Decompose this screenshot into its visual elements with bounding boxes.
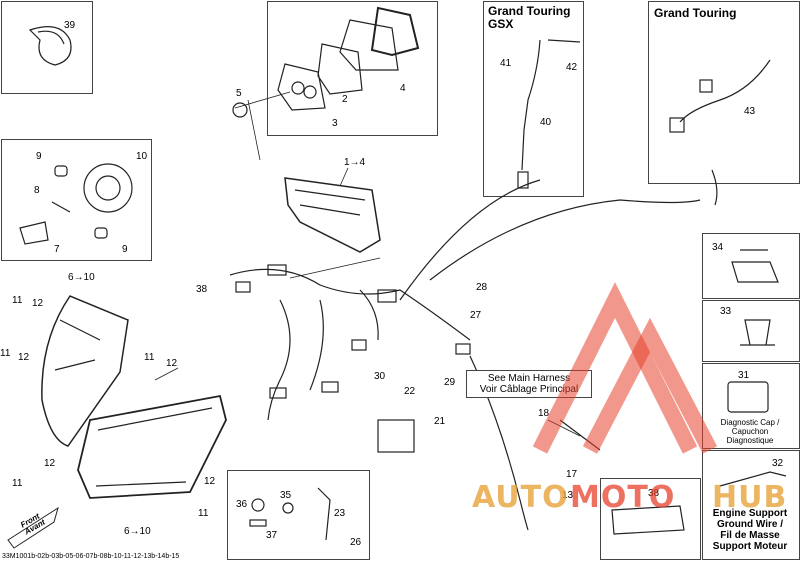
part-label: 6→10 [124,526,151,537]
part-label: 18 [538,408,550,419]
part-label: 10 [136,151,148,162]
part-label: 21 [434,416,446,427]
part-label: 32 [772,458,784,469]
part-label: 7 [54,244,60,255]
part-label: 29 [444,377,456,388]
part-label: 2 [342,94,348,105]
part-label: 22 [404,386,416,397]
part-label: 30 [374,371,386,382]
panel-34 [702,233,800,299]
part-label: 27 [470,310,482,321]
panel-33 [702,300,800,362]
part-label: 42 [566,62,578,73]
part-label: 13 [562,490,574,501]
panel-38 [600,478,701,560]
part-label: 36 [236,499,248,510]
part-label: 37 [266,530,278,541]
panel-31 [702,363,800,449]
part-label: 12 [204,476,216,487]
part-label: 11 [144,352,155,363]
part-label: 12 [166,358,178,369]
part-label: 28 [476,282,488,293]
diagram-reference-code: 33M1001b-02b-03b-05-06-07b-08b-10-11-12-… [2,553,180,560]
part-label: 11 [12,478,23,489]
part-label: 1→4 [344,157,366,168]
part-label: 34 [712,242,724,253]
part-label: 9 [122,244,128,255]
part-label: 3 [332,118,338,129]
panel-32 [702,450,800,560]
part-label: 6→10 [68,272,95,283]
panel-instrument [267,1,438,136]
panel-headlamp-bulb [1,139,152,261]
part-label: 39 [64,20,76,31]
part-label: 12 [32,298,44,309]
part-label: 11 [12,295,23,306]
title-grand-touring-gsx: Grand Touring GSX [488,4,571,31]
panel-gt [648,1,800,184]
part-label: 5 [236,88,242,99]
panel-bottom-parts [227,470,370,560]
part-label: 11 [0,348,11,359]
part-label: 9 [36,151,42,162]
part-label: 11 [198,508,209,519]
title-grand-touring: Grand Touring [654,6,737,20]
part-label: 12 [18,352,30,363]
part-label: 31 [738,370,750,381]
part-label: 4 [400,83,406,94]
part-label: 8 [34,185,40,196]
part-label: 35 [280,490,292,501]
part-label: 17 [566,469,578,480]
part-label: 23 [334,508,346,519]
engine-support-ground-wire-label: Engine Support Ground Wire / Fil de Mass… [712,508,788,552]
part-label: 41 [500,58,512,69]
part-label: 43 [744,106,756,117]
part-label: 40 [540,117,552,128]
watermark-text-auto: AUTO [472,480,569,515]
part-label: 38 [648,488,660,499]
part-label: 26 [350,537,362,548]
watermark-text-moto: MOTO [570,480,676,515]
diagnostic-cap-label: Diagnostic Cap / Capuchon Diagnostique [720,418,780,445]
panel-39 [1,1,93,94]
panel-gsx [483,1,584,197]
part-label: 33 [720,306,732,317]
part-label: 38 [196,284,208,295]
watermark-text-hub: HUB [712,480,788,515]
part-label: 12 [44,458,56,469]
